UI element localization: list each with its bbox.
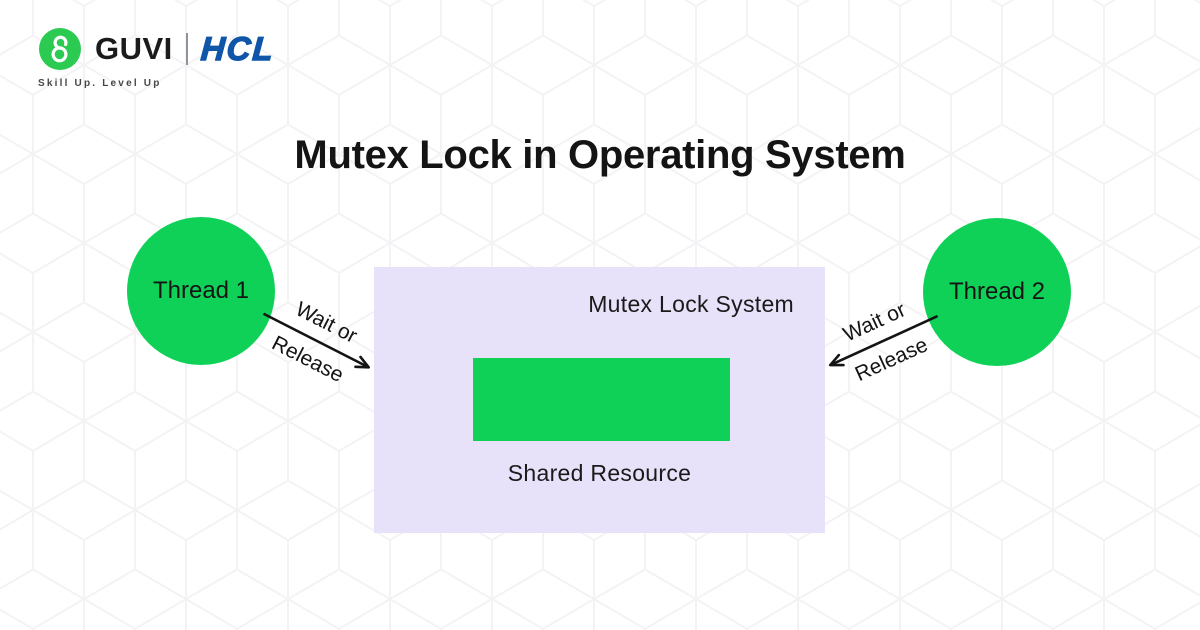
thread-1-node: Thread 1 xyxy=(127,217,275,365)
shared-resource-label: Shared Resource xyxy=(507,460,692,486)
mutex-lock-system-box: Mutex Lock System Shared Resource xyxy=(374,267,825,533)
right-wait-release-arrow: Wait or Release xyxy=(813,286,952,396)
brand-tagline: Skill Up. Level Up xyxy=(38,78,162,89)
arrow-left-icon xyxy=(828,314,939,367)
hcl-wordmark: HCL xyxy=(199,29,277,67)
shared-resource-rect xyxy=(473,358,730,441)
thread-2-node: Thread 2 xyxy=(923,218,1071,366)
arrow-right-icon xyxy=(262,312,370,369)
guvi-logo-icon xyxy=(39,28,81,70)
thread-1-label: Thread 1 xyxy=(152,277,250,304)
brand-divider xyxy=(185,33,188,65)
left-wait-release-arrow: Wait or Release xyxy=(247,284,387,397)
thread-2-label: Thread 2 xyxy=(948,278,1046,305)
guvi-wordmark: GUVI xyxy=(95,31,173,66)
header-brand: GUVI HCL Skill Up. Level Up xyxy=(38,27,277,89)
mutex-box-title: Mutex Lock System xyxy=(588,291,794,317)
page-title: Mutex Lock in Operating System xyxy=(294,133,906,177)
